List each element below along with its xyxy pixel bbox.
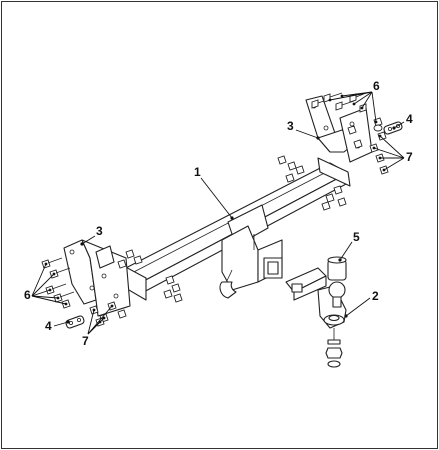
- callout-numbers: 1 2 3 3 4 4 5 6 6 7 7: [24, 79, 413, 348]
- left-bracket-part-3: [63, 239, 131, 317]
- callout-4-left: 4: [45, 319, 52, 333]
- right-bracket-part-3: [305, 95, 373, 163]
- callout-6-left: 6: [24, 288, 31, 302]
- callout-1: 1: [194, 165, 201, 179]
- callout-3-left: 3: [96, 224, 103, 238]
- callout-6-right: 6: [373, 79, 380, 93]
- towball-cap-part-5: [327, 256, 347, 308]
- callout-4-right: 4: [406, 112, 413, 126]
- callout-3-right: 3: [287, 119, 294, 133]
- callout-5: 5: [353, 230, 360, 244]
- callout-7-left: 7: [82, 334, 89, 348]
- callout-2: 2: [372, 289, 379, 303]
- left-plate-part-4: [65, 315, 85, 329]
- callout-7-right: 7: [406, 150, 413, 164]
- hitch-receiver: [219, 225, 283, 299]
- leader-lines: [31, 91, 405, 335]
- fasteners-right: [277, 92, 389, 211]
